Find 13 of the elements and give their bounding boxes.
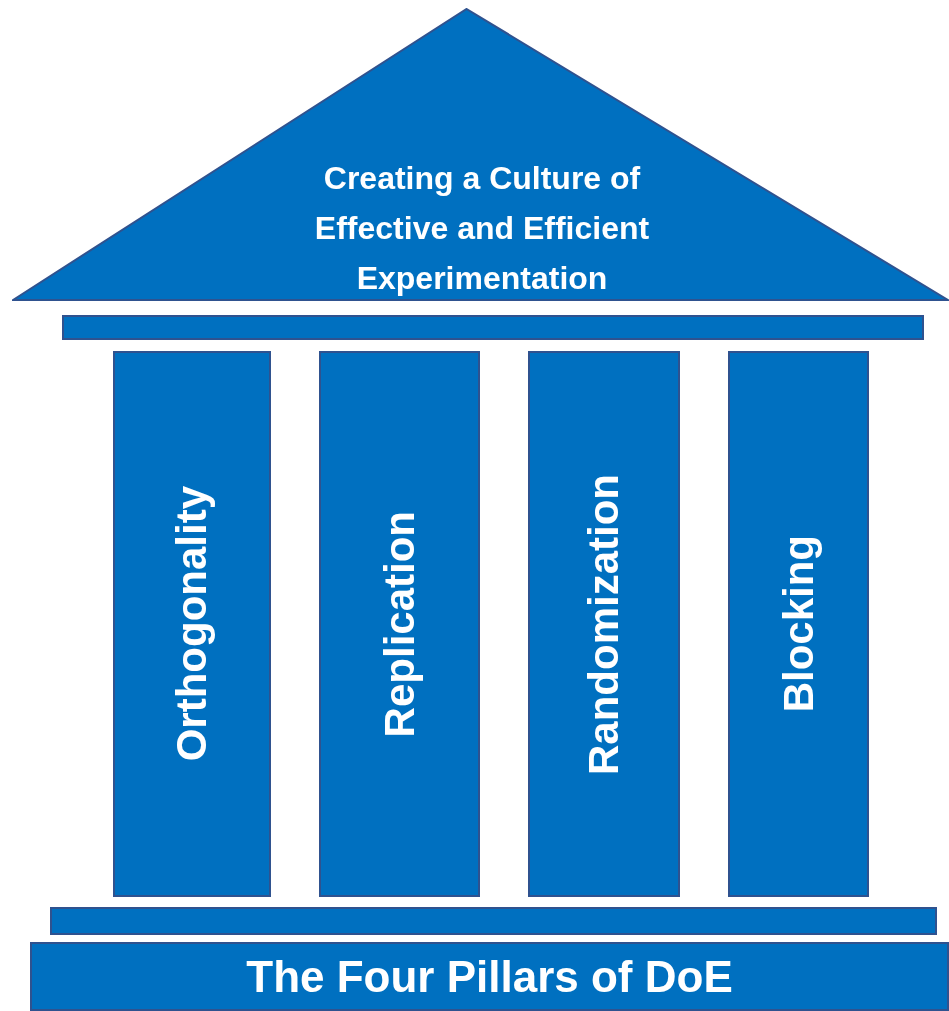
base-slab [30,942,949,1011]
pillar-label: Orthogonality [168,486,216,762]
base-label: The Four Pillars of DoE [246,951,733,1002]
pillar-label: Randomization [580,473,628,775]
beam-bar [62,315,924,340]
pillar-label: Blocking [774,535,823,713]
roof-title: Creating a Culture of Effective and Efficient Experimentation [313,159,651,298]
pillar-column [728,351,869,897]
beam-bar [50,907,937,935]
pillar-label: Replication [375,510,424,738]
pillar-column [319,351,480,897]
pillar-column [113,351,271,897]
pillar-column [528,351,680,897]
